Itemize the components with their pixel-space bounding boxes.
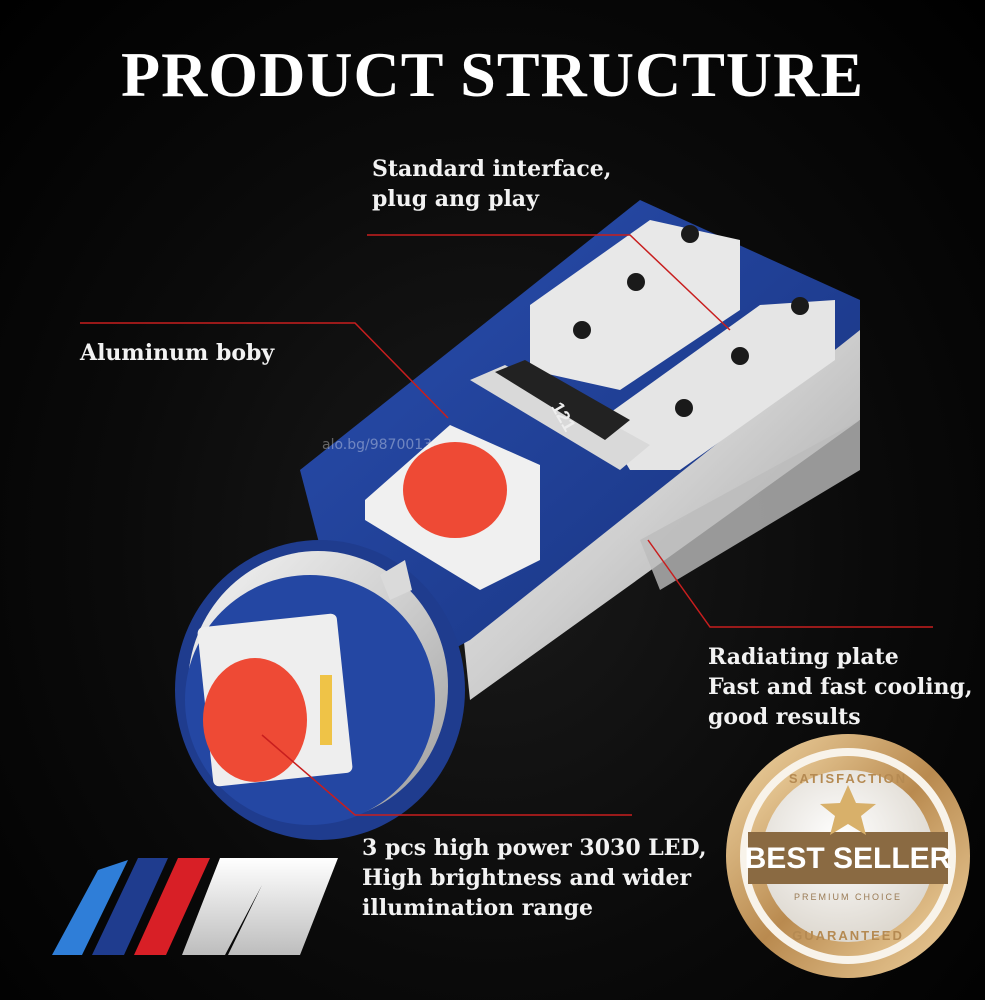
callout-line: plug ang play	[372, 186, 539, 212]
callout-led: 3 pcs high power 3030 LED, High brightne…	[362, 833, 707, 923]
led-bulb: 121	[175, 200, 860, 840]
callout-body: Aluminum boby	[80, 338, 274, 368]
page-title: PRODUCT STRUCTURE	[120, 39, 865, 110]
watermark: alo.bg/9870013	[322, 437, 433, 453]
leader-body	[80, 322, 449, 419]
pcb-board	[300, 200, 860, 700]
leader-lines	[80, 234, 933, 816]
led-chip-front	[197, 613, 353, 787]
led-chip-top	[365, 425, 540, 590]
badge-sub-text: PREMIUM CHOICE	[794, 892, 902, 902]
badge-top-text: SATISFACTION	[789, 771, 907, 786]
callout-interface: Standard interface, plug ang play	[372, 154, 611, 214]
callout-line: 3 pcs high power 3030 LED,	[362, 835, 707, 861]
callout-line: illumination range	[362, 895, 594, 921]
m-stripes-logo	[52, 858, 338, 955]
badge-bottom-text: GUARANTEED	[792, 928, 904, 943]
callout-line: good results	[708, 704, 861, 730]
badge-main-text: BEST SELLER	[745, 842, 952, 875]
callout-radiating: Radiating plate Fast and fast cooling, g…	[708, 642, 973, 732]
contact-pins	[530, 220, 835, 470]
callout-line: High brightness and wider	[362, 865, 692, 891]
leader-led	[261, 734, 632, 816]
callout-line: Aluminum boby	[80, 340, 275, 366]
resistor: 121	[470, 360, 650, 470]
callout-line: Standard interface,	[372, 156, 612, 182]
star-icon	[820, 785, 876, 835]
leader-interface	[367, 234, 731, 331]
leader-radiating	[647, 539, 933, 628]
best-seller-badge: SATISFACTION BEST SELLER PREMIUM CHOICE …	[726, 734, 970, 978]
callout-line: Fast and fast cooling,	[708, 674, 973, 700]
callout-line: Radiating plate	[708, 644, 899, 670]
